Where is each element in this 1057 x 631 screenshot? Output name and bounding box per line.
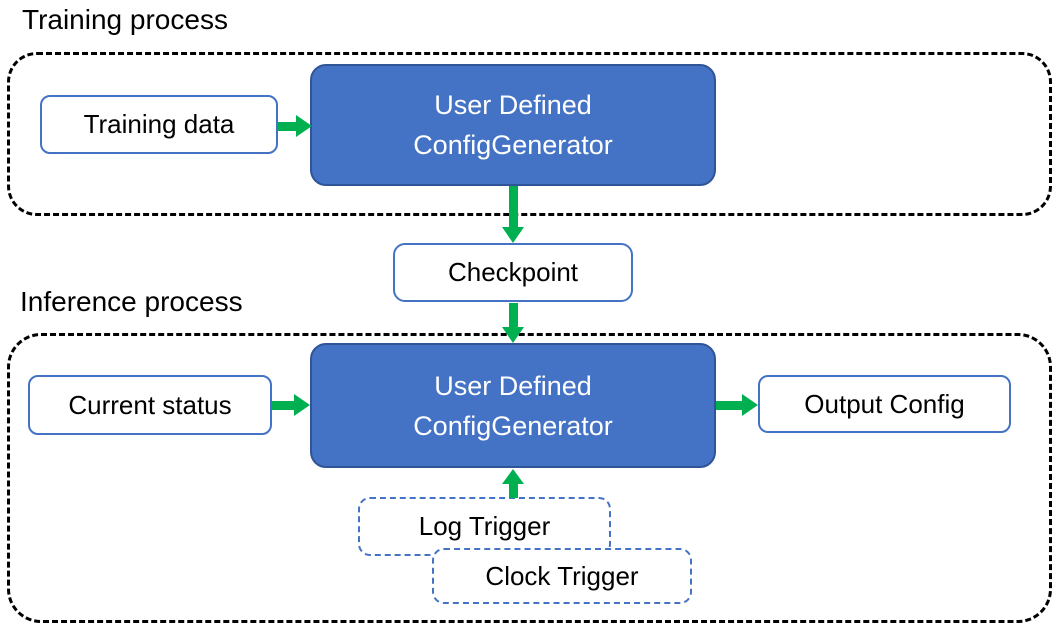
arrow-shaft [508, 303, 518, 327]
training-generator-label-line2: ConfigGenerator [413, 130, 613, 160]
arrow-checkpoint-to-generator-icon [502, 303, 524, 343]
training-process-container [7, 52, 1052, 216]
arrow-shaft [272, 400, 294, 410]
inference-config-generator-node: User Defined ConfigGenerator [310, 343, 716, 468]
checkpoint-node: Checkpoint [393, 243, 633, 302]
clock-trigger-node: Clock Trigger [432, 548, 692, 604]
training-data-node: Training data [40, 95, 278, 154]
arrow-head-up-icon [502, 469, 524, 484]
training-generator-label-line1: User Defined [434, 90, 592, 120]
arrow-current-status-to-generator-icon [272, 394, 310, 416]
inference-generator-label-line1: User Defined [434, 370, 592, 401]
arrow-generator-to-checkpoint-icon [502, 186, 524, 243]
training-process-title: Training process [22, 4, 228, 35]
arrow-shaft [277, 121, 296, 131]
training-config-generator-node: User Defined ConfigGenerator [310, 64, 716, 186]
arrow-head-right-icon [294, 394, 310, 416]
arrow-shaft [508, 186, 518, 227]
arrow-head-down-icon [502, 327, 524, 343]
arrow-triggers-to-generator-icon [502, 469, 524, 498]
training-data-label: Training data [83, 109, 235, 139]
arrow-head-down-icon [502, 227, 524, 243]
clock-trigger-label: Clock Trigger [485, 560, 639, 591]
arrow-shaft [716, 400, 742, 410]
arrow-head-right-icon [296, 115, 312, 137]
arrow-shaft [508, 484, 518, 498]
log-trigger-label: Log Trigger [418, 511, 551, 541]
log-trigger-node: Log Trigger [358, 497, 611, 556]
inference-process-title: Inference process [20, 286, 243, 317]
output-config-label: Output Config [804, 388, 965, 419]
inference-process-container [7, 333, 1052, 623]
current-status-node: Current status [28, 375, 272, 435]
inference-generator-label-line2: ConfigGenerator [413, 410, 613, 441]
checkpoint-label: Checkpoint [447, 257, 579, 287]
arrow-training-data-to-generator-icon [277, 115, 312, 137]
output-config-node: Output Config [758, 375, 1011, 433]
arrow-generator-to-output-config-icon [716, 394, 758, 416]
arrow-head-right-icon [742, 394, 758, 416]
current-status-label: Current status [68, 389, 232, 420]
